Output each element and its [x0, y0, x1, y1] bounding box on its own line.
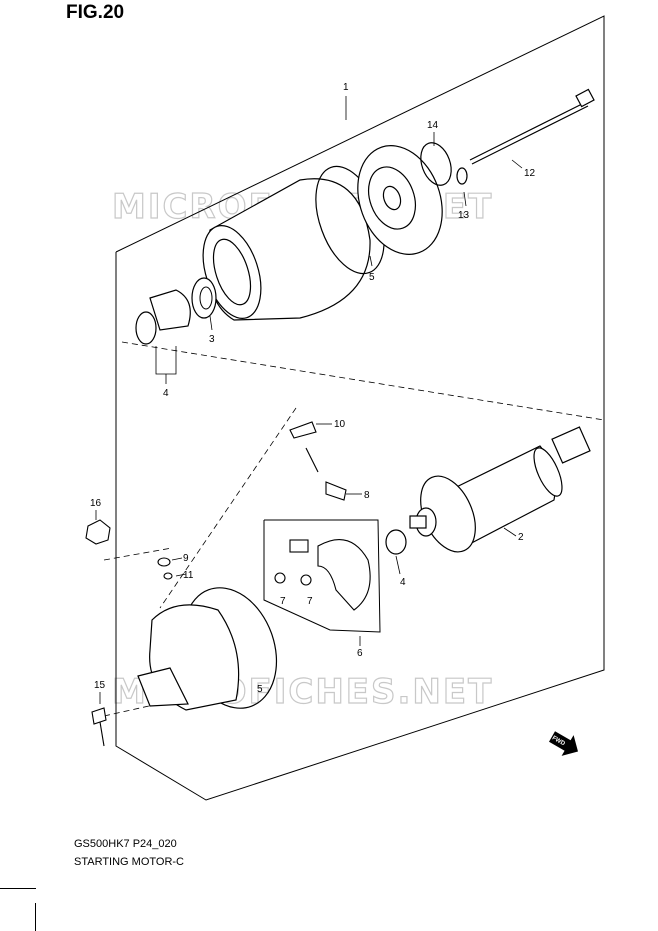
callout-4-lower: 4 — [400, 577, 406, 588]
rear-cover — [357, 145, 443, 255]
callout-6: 6 — [357, 648, 363, 659]
through-bolt — [469, 88, 595, 165]
front-cover — [137, 604, 240, 711]
callout-7-right: 7 — [307, 596, 313, 607]
fwd-arrow: FWD — [549, 731, 578, 756]
callout-15: 15 — [94, 680, 106, 691]
washer-4-lower — [385, 529, 407, 555]
callout-1: 1 — [343, 82, 349, 93]
terminal-parts — [289, 421, 347, 501]
oil-seal-inner — [199, 286, 213, 310]
callout-5-upper: 5 — [369, 272, 375, 283]
callout-13: 13 — [458, 210, 470, 221]
model-code: GS500HK7 P24_020 — [74, 838, 177, 850]
figure-title: FIG.20 — [66, 2, 125, 23]
callout-9: 9 — [183, 553, 189, 564]
corner-mark — [0, 888, 36, 931]
motor-yoke — [202, 178, 371, 321]
callout-10: 10 — [334, 419, 346, 430]
callout-12: 12 — [524, 168, 536, 179]
small-hardware — [85, 519, 173, 747]
callout-7-left: 7 — [280, 596, 286, 607]
armature — [409, 426, 591, 553]
washer-13 — [456, 167, 468, 185]
leader-lines — [95, 96, 523, 704]
brush-holder-outline — [263, 519, 381, 633]
assembly-outline — [115, 15, 605, 801]
callout-3: 3 — [209, 334, 215, 345]
callout-4-upper: 4 — [163, 388, 169, 399]
callout-2: 2 — [518, 532, 524, 543]
brush-holder-plate — [274, 539, 371, 611]
washer-4-upper — [135, 311, 157, 345]
oil-seal-3 — [191, 277, 217, 319]
page-subtitle: STARTING MOTOR-C — [74, 856, 184, 868]
callout-16: 16 — [90, 498, 102, 509]
callout-5-lower: 5 — [257, 684, 263, 695]
callout-labels: 1 2 3 4 4 5 5 6 7 7 8 9 10 11 12 13 14 1… — [90, 82, 536, 695]
callout-11: 11 — [183, 570, 194, 581]
callout-14: 14 — [427, 120, 439, 131]
o-ring-14 — [420, 142, 452, 186]
shim-plate — [149, 289, 191, 331]
callout-8: 8 — [364, 490, 370, 501]
